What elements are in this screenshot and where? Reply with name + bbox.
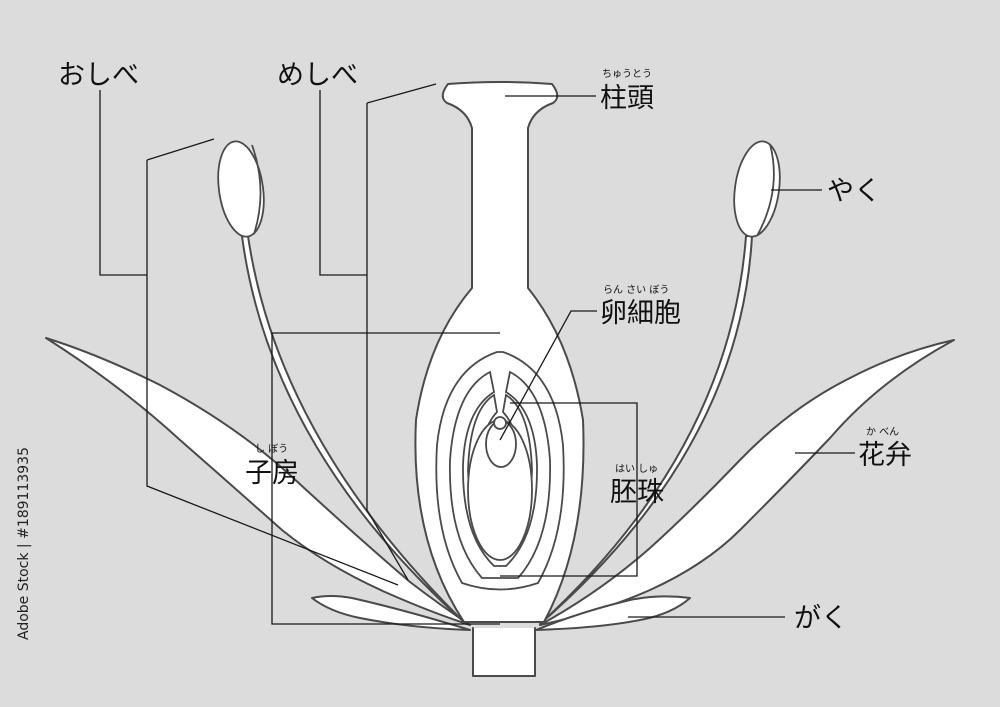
label-ovary: 子房 <box>245 458 299 489</box>
ruby-petal: か べん <box>866 426 899 438</box>
label-anther: やく <box>827 176 881 207</box>
ovule-outer <box>449 370 551 579</box>
ruby-stigma: ちゅうとう <box>602 68 652 80</box>
anther-right <box>733 140 781 238</box>
ruby-ovule: はい しゅ <box>615 463 658 475</box>
petal-left <box>45 337 471 626</box>
egg-cell-nucleus <box>493 416 507 430</box>
leader-stamen <box>99 90 399 586</box>
leader-lines <box>99 83 855 625</box>
stamen-right-filament <box>539 235 753 625</box>
anther-left-seam <box>251 144 262 235</box>
ruby-egg-cell: らん さい ぼう <box>603 284 669 296</box>
leader-ovule <box>500 402 638 577</box>
petal-right <box>539 339 955 626</box>
label-pistil: めしべ <box>277 60 358 91</box>
label-ovule: 胚珠 <box>610 477 664 508</box>
leader-pistil <box>319 83 437 581</box>
sepal-left <box>311 595 471 631</box>
stem <box>472 627 536 677</box>
leader-egg-cell <box>499 310 597 441</box>
label-stamen: おしべ <box>58 60 139 91</box>
ruby-ovary: し ぼう <box>255 443 288 455</box>
label-stigma: 柱頭 <box>600 83 654 114</box>
leader-ovary <box>271 332 500 625</box>
label-petal: 花弁 <box>858 440 912 471</box>
anther-left <box>217 140 265 238</box>
label-sepal: がく <box>794 603 848 634</box>
label-egg-cell: 卵細胞 <box>600 298 681 329</box>
watermark-text: Adobe Stock | #189113935 <box>16 447 32 640</box>
